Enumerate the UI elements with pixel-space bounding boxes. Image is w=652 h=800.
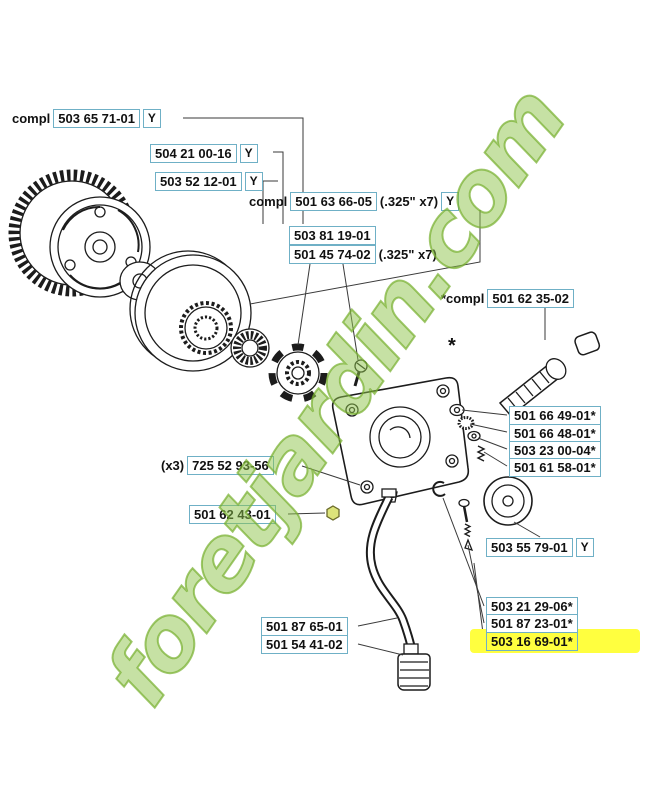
needle-bearing <box>230 328 270 368</box>
worm-gear <box>498 358 567 418</box>
part-number[interactable]: 501 87 23-01* <box>486 614 578 633</box>
part-label: 501 54 41-02 <box>261 635 348 654</box>
part-number[interactable]: 725 52 93-56 <box>187 456 274 475</box>
part-label: 503 55 79-01 Y <box>486 538 594 557</box>
part-label: 501 87 65-01 <box>261 617 348 636</box>
part-label: compl 503 65 71-01 Y <box>12 109 161 128</box>
part-label: *compl 501 62 35-02 <box>441 289 574 308</box>
part-number[interactable]: 501 63 66-05 <box>290 192 377 211</box>
pump-screw <box>353 359 368 387</box>
part-label: compl 501 63 66-05 (.325" x7) Y <box>249 192 460 211</box>
y-tag[interactable]: Y <box>575 538 594 557</box>
part-label: 503 52 12-01 Y <box>155 172 263 191</box>
oil-pump-body <box>331 376 470 506</box>
end-plug <box>574 331 601 356</box>
part-label: (x3) 725 52 93-56 <box>161 456 274 475</box>
clutch-drum <box>129 250 252 372</box>
part-label: 501 62 43-01 <box>189 505 276 524</box>
hex-nut <box>326 505 340 521</box>
cover-seal <box>483 476 533 526</box>
retainer-clip <box>432 480 446 497</box>
part-number[interactable]: 504 21 00-16 <box>150 144 237 163</box>
part-number[interactable]: 501 61 58-01* <box>509 458 601 477</box>
part-label-prefix: *compl <box>441 291 485 306</box>
part-label-prefix: compl <box>12 111 51 126</box>
part-label: 501 87 23-01* <box>486 614 578 633</box>
part-number[interactable]: 503 52 12-01 <box>155 172 242 191</box>
part-number[interactable]: 503 81 19-01 <box>289 226 376 245</box>
part-label-suffix: (.325" x7) <box>379 194 439 209</box>
part-number[interactable]: 503 23 00-04* <box>509 441 601 460</box>
part-label-highlighted: 503 16 69-01* <box>486 632 578 651</box>
part-number[interactable]: 503 65 71-01 <box>53 109 140 128</box>
part-label: 501 66 49-01* <box>509 406 601 425</box>
rim-sprocket <box>268 343 328 403</box>
part-label-prefix: compl <box>249 194 288 209</box>
star-mark: * <box>448 335 456 357</box>
part-label: 504 21 00-16 Y <box>150 144 258 163</box>
y-tag[interactable]: Y <box>441 192 460 211</box>
part-label: 503 81 19-01 <box>289 226 376 245</box>
part-number[interactable]: 501 45 74-02 <box>289 245 376 264</box>
part-label: 501 45 74-02 (.325" x7) <box>289 245 437 264</box>
part-label: 503 23 00-04* <box>509 441 601 460</box>
part-number[interactable]: 501 87 65-01 <box>261 617 348 636</box>
oil-pickup-strainer <box>397 643 431 691</box>
oil-hose <box>365 488 416 648</box>
part-number[interactable]: 501 62 43-01 <box>189 505 276 524</box>
y-tag[interactable]: Y <box>142 109 161 128</box>
part-label-suffix: (.325" x7) <box>378 247 437 262</box>
part-number[interactable]: 503 16 69-01* <box>486 632 578 651</box>
part-label: 501 61 58-01* <box>509 458 601 477</box>
pump-plunger <box>458 498 474 551</box>
part-number[interactable]: 501 66 49-01* <box>509 406 601 425</box>
y-tag[interactable]: Y <box>239 144 258 163</box>
part-number[interactable]: 503 55 79-01 <box>486 538 573 557</box>
leader-lines <box>183 117 546 656</box>
part-label-prefix: (x3) <box>161 458 185 473</box>
part-number[interactable]: 501 62 35-02 <box>487 289 574 308</box>
y-tag[interactable]: Y <box>244 172 263 191</box>
part-number[interactable]: 501 54 41-02 <box>261 635 348 654</box>
